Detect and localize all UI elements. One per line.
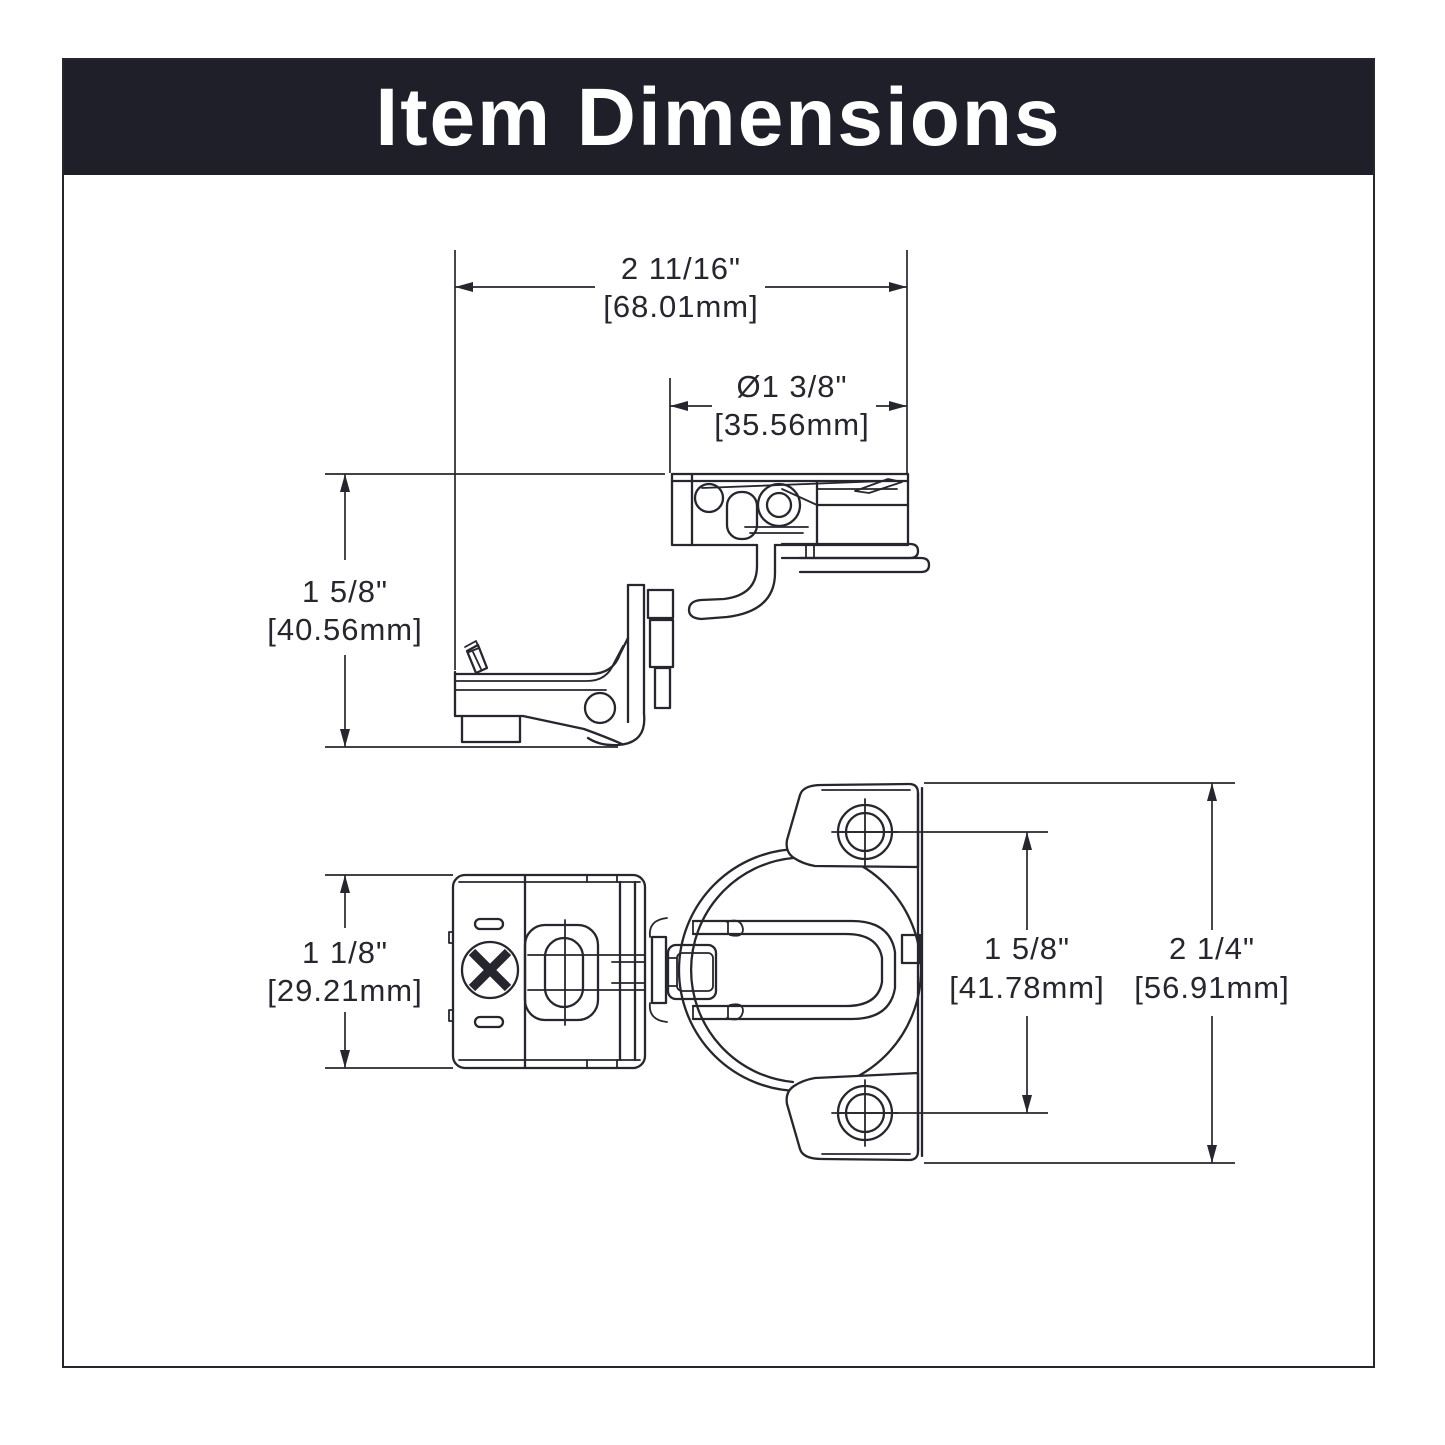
dim-cup-diameter: Ø1 3/8" [35.56mm] bbox=[669, 369, 907, 473]
dim-base-height-inches: 1 1/8" bbox=[302, 935, 388, 970]
dim-plate-height: 2 1/4" [56.91mm] bbox=[924, 782, 1289, 1164]
hinge-cup-housing-side bbox=[670, 472, 910, 547]
dim-overall-width: 2 11/16" [68.01mm] bbox=[454, 250, 908, 670]
dim-cup-diameter-inches: Ø1 3/8" bbox=[736, 369, 847, 404]
page-title: Item Dimensions bbox=[375, 71, 1062, 163]
frame-wing-plate-front bbox=[689, 782, 924, 1162]
side-view-drawing bbox=[453, 472, 931, 747]
arm-connector-front bbox=[648, 917, 718, 1023]
title-bar: Item Dimensions bbox=[64, 60, 1373, 175]
dim-base-height-metric: [29.21mm] bbox=[267, 973, 422, 1008]
dim-hole-spacing-metric: [41.78mm] bbox=[949, 970, 1104, 1005]
dim-overall-width-inches: 2 11/16" bbox=[621, 251, 741, 286]
dim-arm-height-metric: [40.56mm] bbox=[267, 612, 422, 647]
mounting-plate-side bbox=[780, 542, 931, 574]
dim-arm-height-inches: 1 5/8" bbox=[302, 574, 388, 609]
dim-hole-spacing-inches: 1 5/8" bbox=[984, 931, 1070, 966]
door-bracket-side bbox=[453, 583, 646, 747]
dim-arm-height: 1 5/8" [40.56mm] bbox=[267, 473, 665, 748]
dim-hole-spacing: 1 5/8" [41.78mm] bbox=[838, 831, 1104, 1114]
hinge-arm-side bbox=[646, 543, 777, 710]
dim-plate-height-inches: 2 1/4" bbox=[1169, 931, 1255, 966]
adjustment-slot bbox=[523, 919, 646, 1026]
mounting-base-front bbox=[448, 873, 647, 1070]
dim-cup-diameter-metric: [35.56mm] bbox=[714, 407, 869, 442]
phillips-screw bbox=[460, 940, 520, 1000]
dim-overall-width-metric: [68.01mm] bbox=[603, 289, 758, 324]
front-view-drawing bbox=[448, 782, 924, 1162]
dim-plate-height-metric: [56.91mm] bbox=[1134, 970, 1289, 1005]
drawing-frame: Item Dimensions bbox=[62, 58, 1375, 1368]
dim-base-height: 1 1/8" [29.21mm] bbox=[267, 874, 453, 1069]
